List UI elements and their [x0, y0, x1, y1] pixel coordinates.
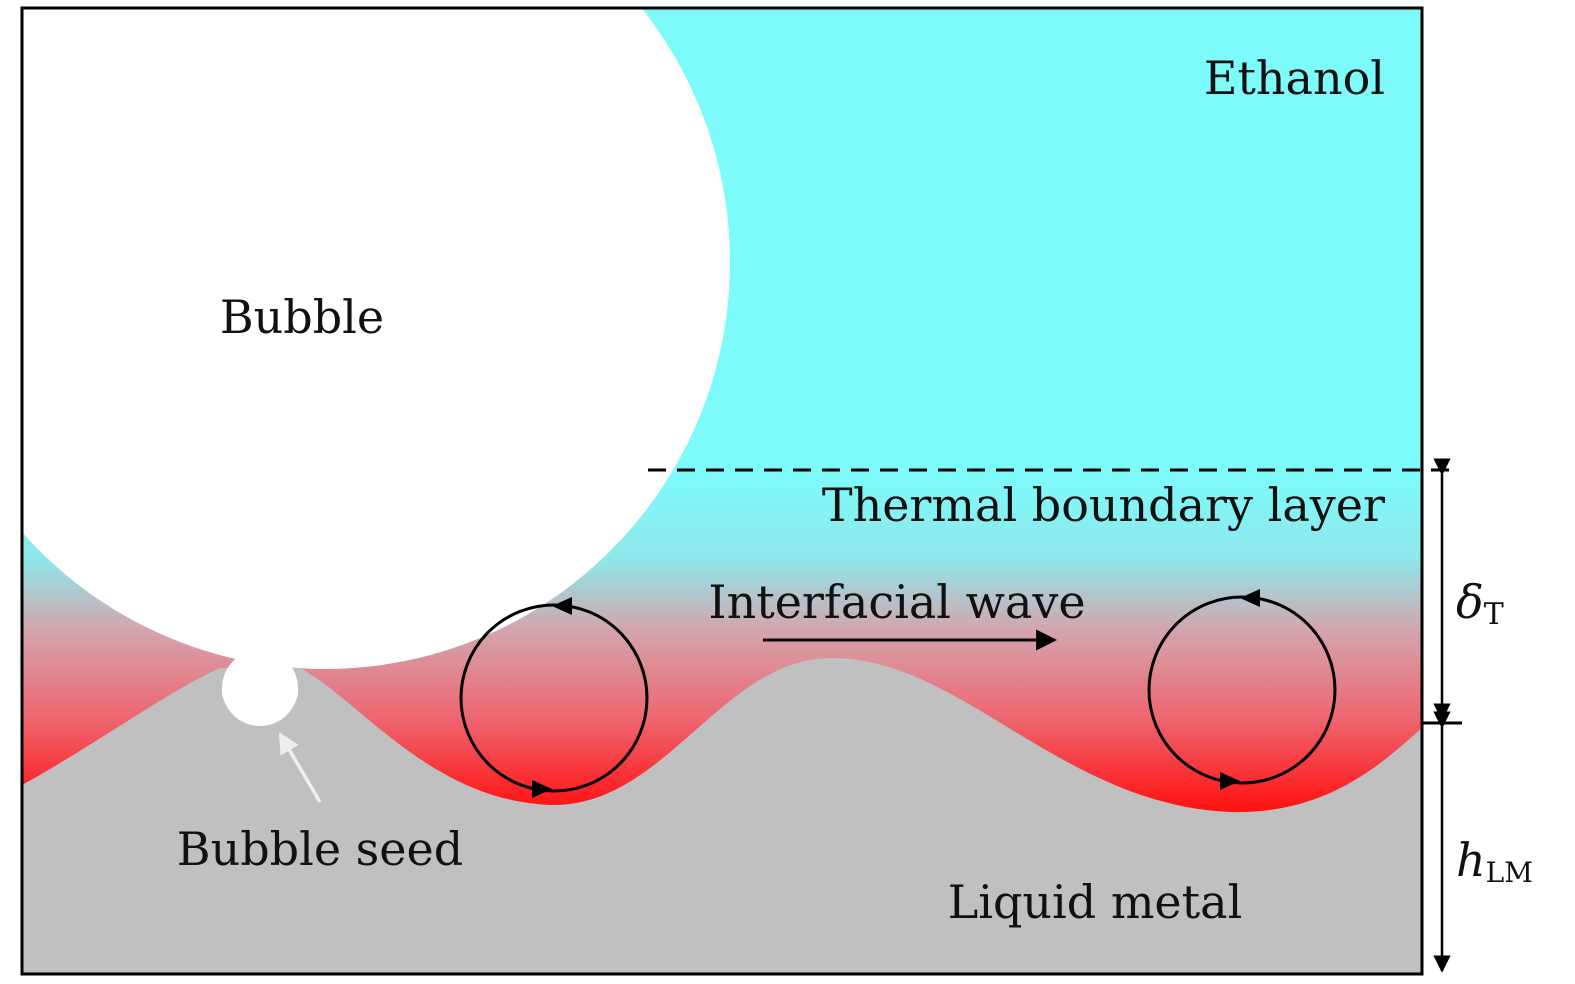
delta-t-subscript: T — [1484, 597, 1504, 632]
h-lm-symbol: hLM — [1456, 833, 1533, 889]
label-ethanol: Ethanol — [1204, 51, 1385, 105]
label-thermal-boundary-layer: Thermal boundary layer — [822, 478, 1385, 532]
convection-cell-right — [1147, 595, 1337, 785]
liquid-metal-region — [22, 657, 1422, 974]
bubble-seed-pointer-arrow — [278, 732, 322, 803]
label-interfacial-wave: Interfacial wave — [708, 575, 1085, 629]
h-lm-main: h — [1456, 833, 1486, 887]
bubble — [0, 0, 730, 669]
convection-arrowhead-left-top — [552, 597, 572, 615]
bubble-seed-cap — [222, 650, 298, 726]
convection-arrowhead-right-top — [1240, 589, 1260, 607]
label-liquid-metal: Liquid metal — [948, 875, 1243, 929]
delta-t-main: δ — [1456, 575, 1484, 629]
domain-frame — [20, 6, 1424, 976]
delta-t-symbol: δT — [1456, 575, 1504, 632]
convection-arrowhead-right-bottom — [1220, 772, 1240, 790]
convection-arrowhead-left-bottom — [532, 780, 552, 798]
label-bubble: Bubble — [220, 290, 384, 344]
convection-cell-left — [459, 603, 649, 793]
label-bubble-seed: Bubble seed — [177, 822, 463, 876]
h-lm-subscript: LM — [1486, 856, 1533, 889]
